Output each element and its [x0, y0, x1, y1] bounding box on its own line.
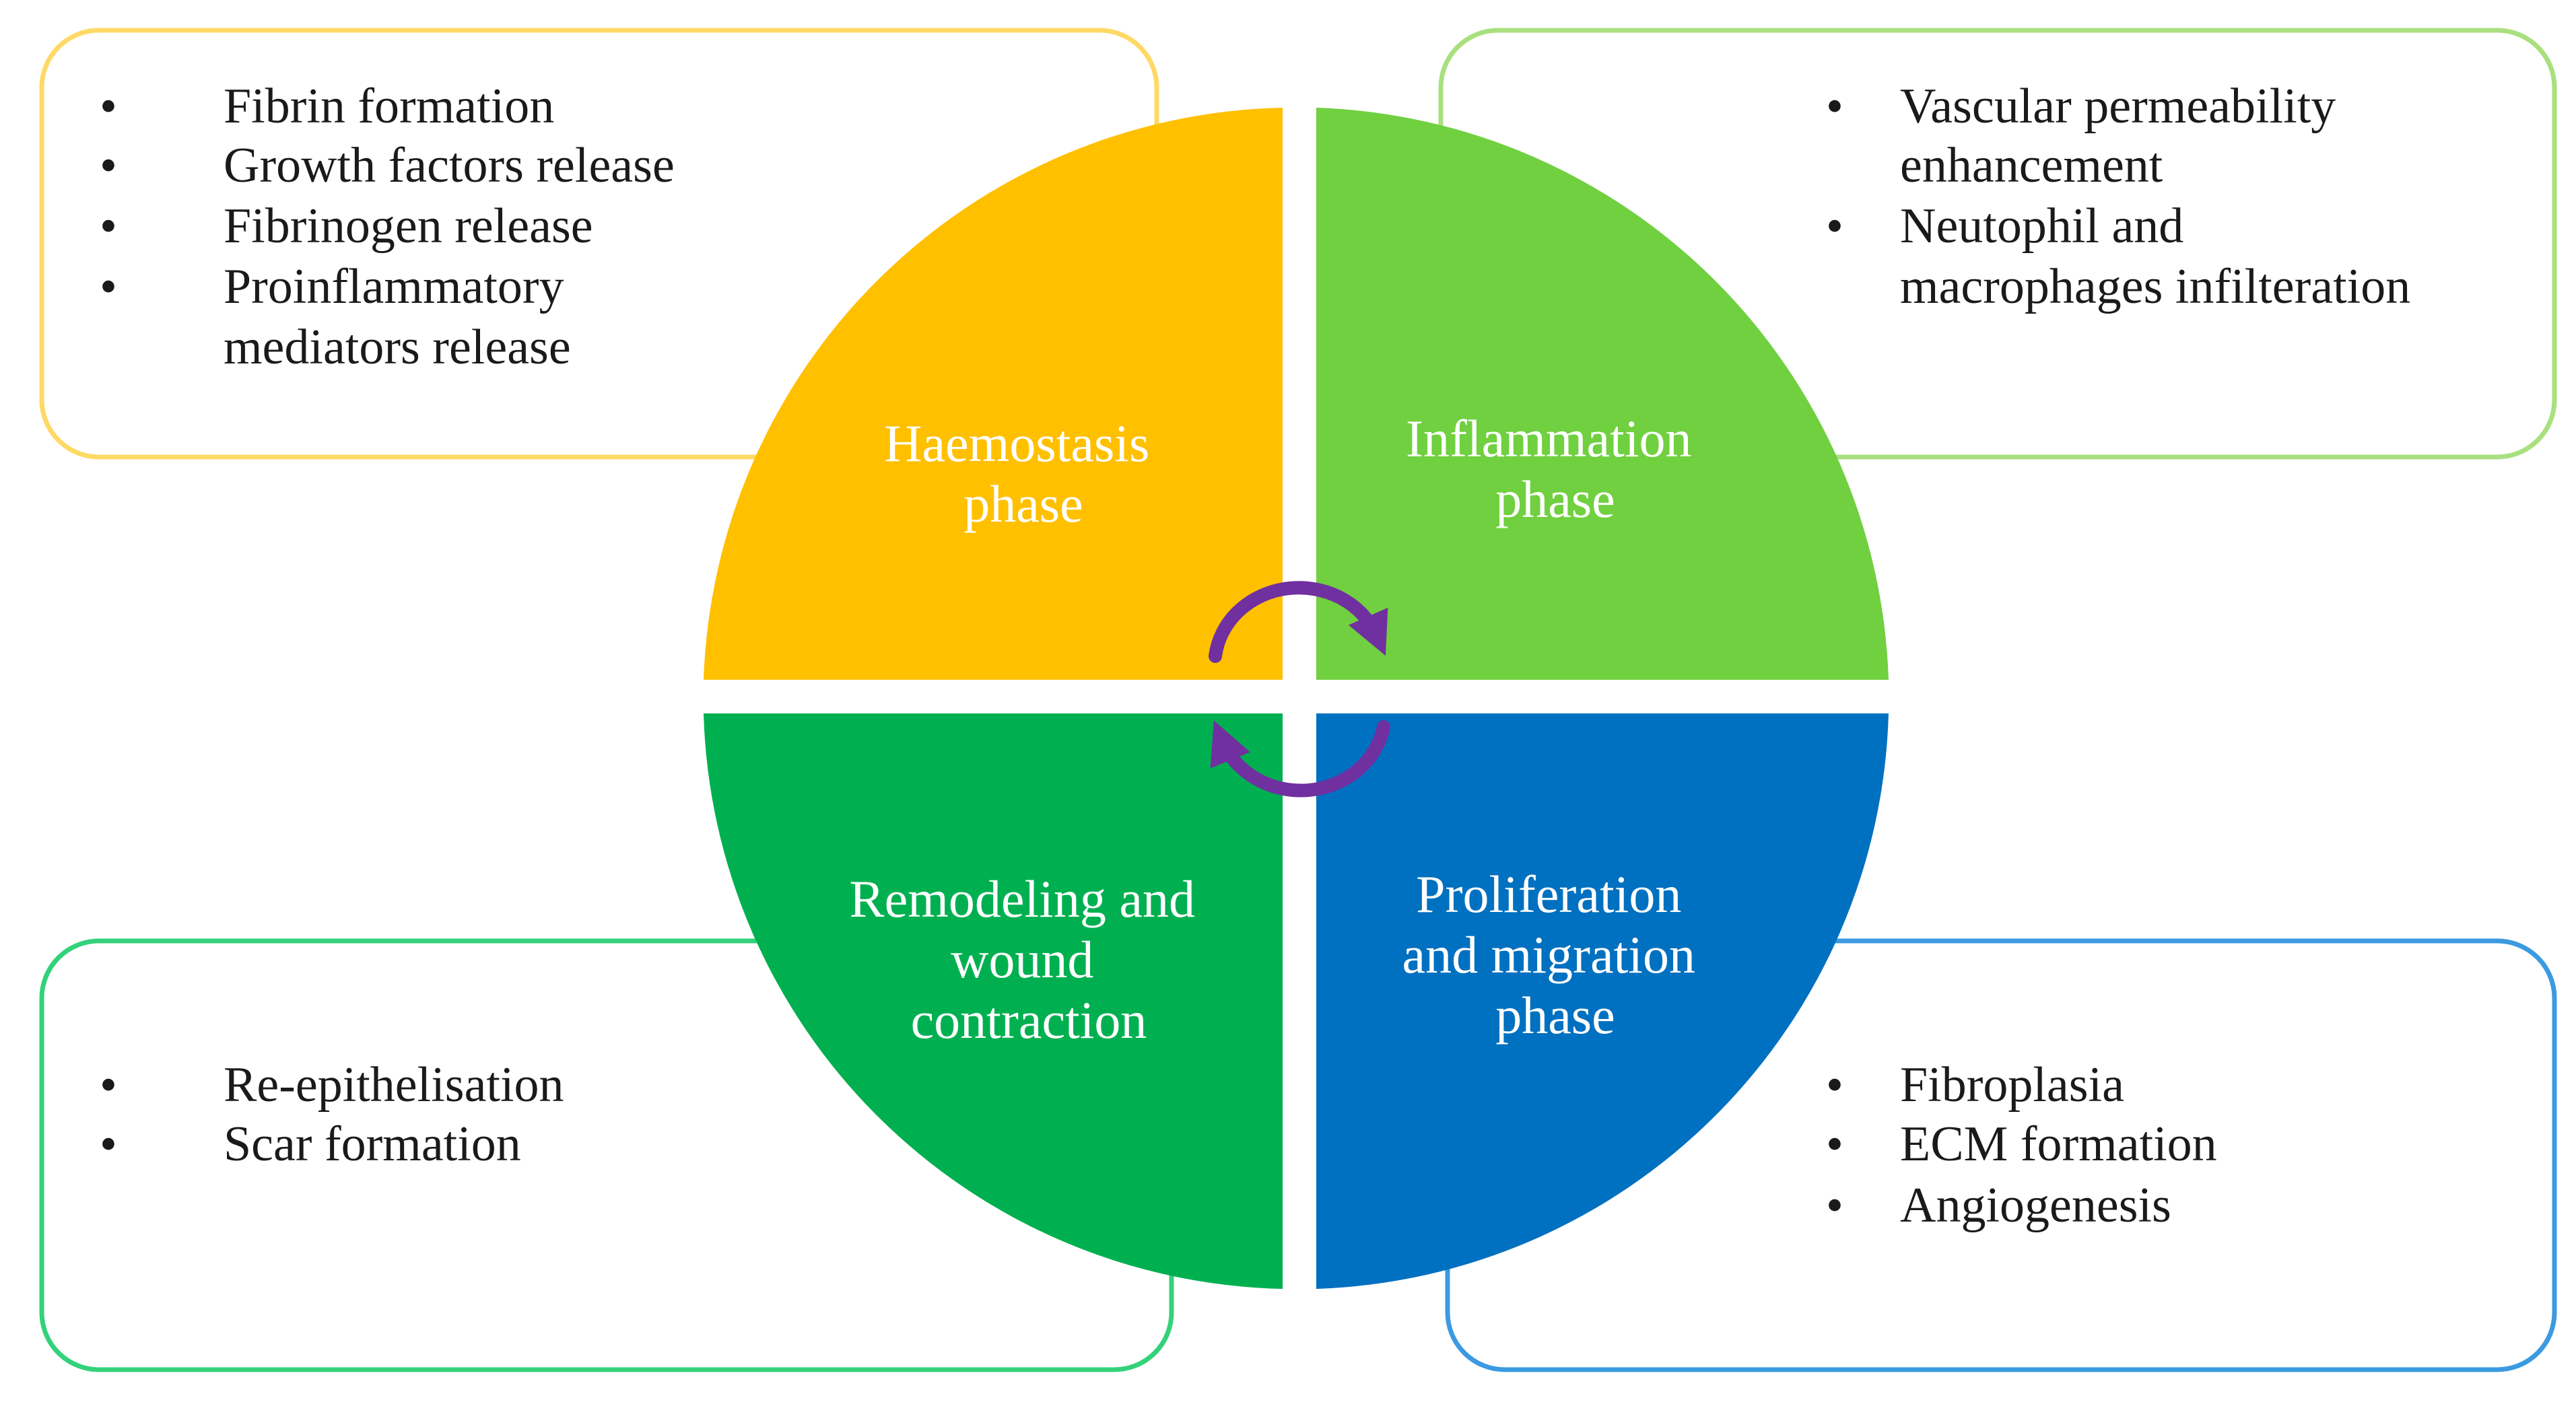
box-bottom-left-list: • Re-epithelisation • Scar formation — [100, 1057, 564, 1172]
box-top-right-list: • Vascular permeability enhancement • Ne… — [1826, 79, 2410, 314]
bullet-marker: • — [1826, 1057, 1843, 1113]
quadrant-inflammation — [1316, 108, 1889, 680]
list-item: Scar formation — [224, 1117, 521, 1172]
quadrant-remodeling — [704, 713, 1283, 1289]
list-item: Re-epithelisation — [224, 1057, 564, 1113]
phase-label-inflammation: Inflammation phase — [1406, 409, 1705, 528]
bullet-marker: • — [1826, 1178, 1843, 1233]
bullet-marker: • — [100, 138, 117, 193]
bullet-marker: • — [100, 1117, 117, 1172]
quadrant-haemostasis — [704, 108, 1283, 680]
list-item: Neutophil and — [1900, 199, 2183, 254]
box-top-left-list: • Fibrin formation • Growth factors rele… — [100, 79, 675, 375]
list-item-continuation: enhancement — [1900, 138, 2163, 193]
bullet-marker: • — [100, 1057, 117, 1113]
box-bottom-right-list: • Fibroplasia • ECM formation • Angiogen… — [1826, 1057, 2217, 1233]
quadrant-proliferation — [1316, 713, 1889, 1289]
curved-arrow-counterclockwise-icon — [1210, 720, 1390, 798]
list-item: ECM formation — [1900, 1117, 2217, 1172]
phase-label-remodeling: Remodeling and wound contraction — [850, 870, 1209, 1049]
list-item: Proinflammatory — [224, 259, 564, 314]
curved-arrow-clockwise-icon — [1209, 581, 1388, 663]
bullet-marker: • — [1826, 199, 1843, 254]
phase-label-proliferation: Proliferation and migration phase — [1402, 865, 1709, 1045]
list-item: Fibroplasia — [1900, 1057, 2124, 1113]
bullet-marker: • — [100, 79, 117, 134]
bullet-marker: • — [100, 199, 117, 254]
bullet-marker: • — [1826, 79, 1843, 134]
phase-label-haemostasis: Haemostasis phase — [884, 414, 1163, 533]
list-item: Vascular permeability — [1900, 79, 2336, 134]
list-item-continuation: mediators release — [224, 320, 571, 375]
bullet-marker: • — [100, 259, 117, 314]
list-item: Fibrinogen release — [224, 199, 593, 254]
list-item: Growth factors release — [224, 138, 675, 193]
bullet-marker: • — [1826, 1117, 1843, 1172]
list-item-continuation: macrophages infilteration — [1900, 259, 2410, 314]
list-item: Fibrin formation — [224, 79, 554, 134]
list-item: Angiogenesis — [1900, 1178, 2171, 1233]
